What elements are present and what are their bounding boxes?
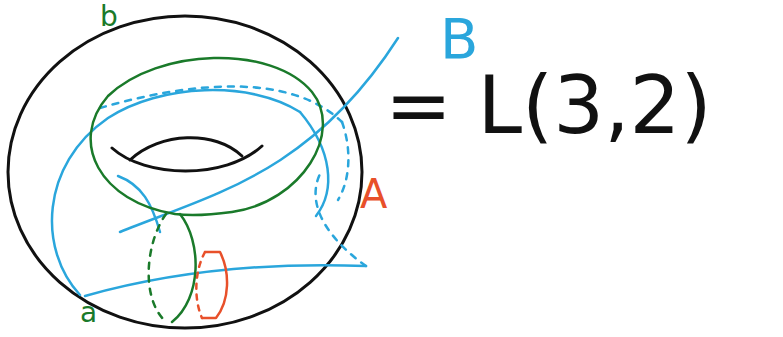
curve-label: A xyxy=(360,172,387,216)
curve-label: b xyxy=(100,2,118,33)
curve-label: B xyxy=(440,8,478,70)
curve-label: a xyxy=(80,298,97,329)
equation-text: = L(3,2) xyxy=(385,62,712,150)
